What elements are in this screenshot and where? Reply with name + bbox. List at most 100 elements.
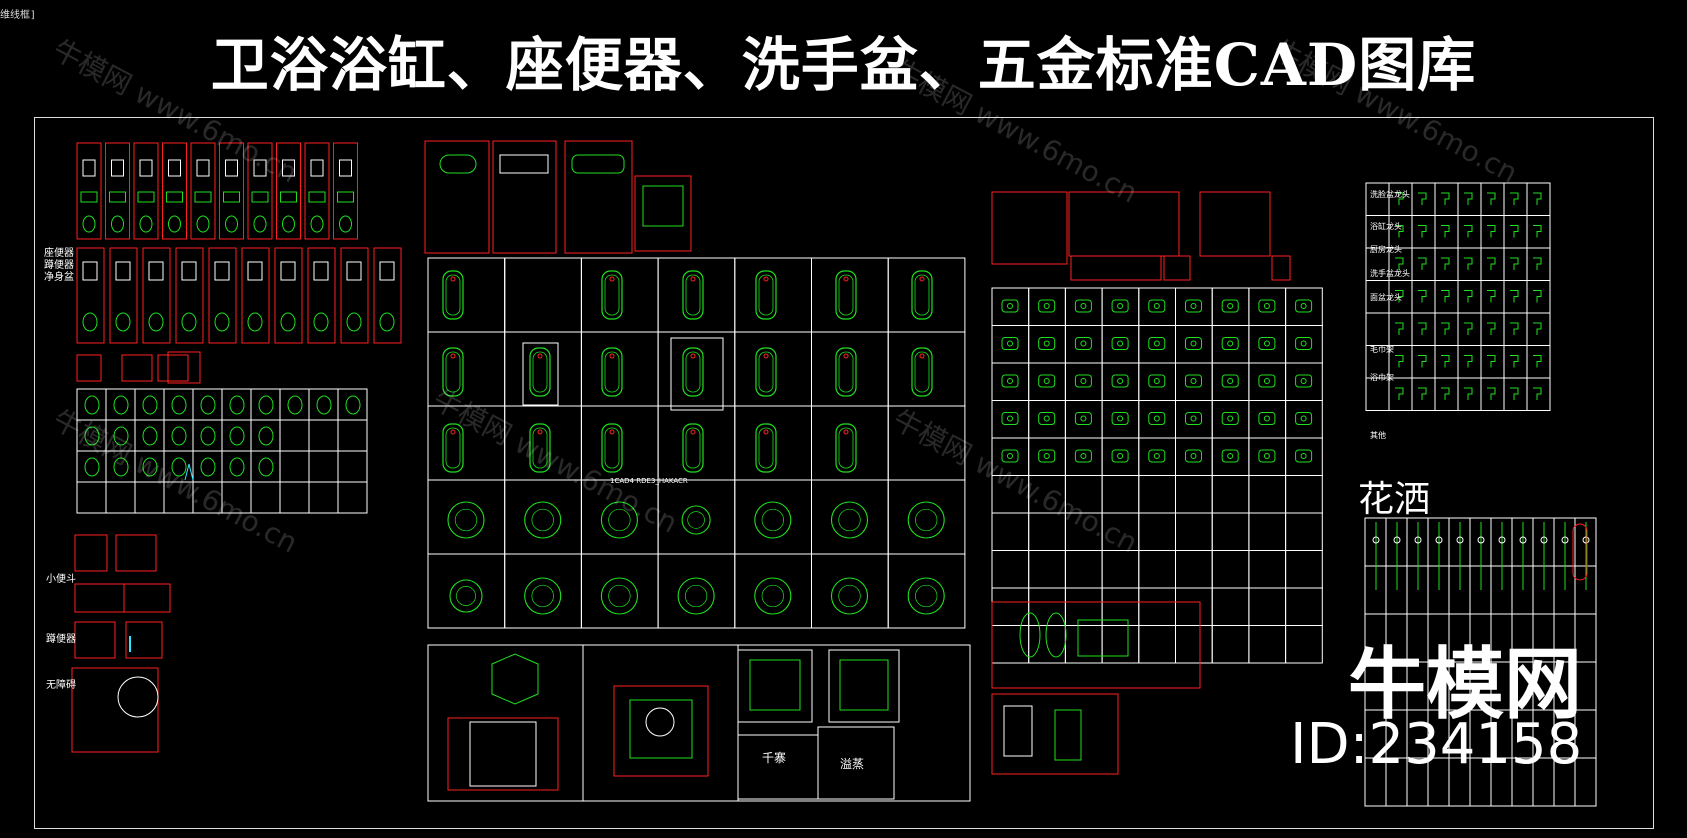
hardware-icon — [1395, 192, 1404, 205]
basin-grid — [1285, 625, 1323, 664]
hardware-icon — [1533, 355, 1542, 368]
bathtub-plan — [919, 353, 925, 359]
toilet-symbol — [200, 395, 216, 415]
shower-section-label: 花洒 — [1358, 479, 1431, 520]
toilet-plan — [253, 215, 267, 233]
basin-symbol — [1148, 337, 1166, 350]
basin-symbol — [1148, 412, 1166, 425]
hardware-icon — [1441, 257, 1450, 270]
basin-symbol — [1007, 340, 1013, 347]
shower-head — [1582, 536, 1590, 544]
corner-bathtub — [687, 511, 705, 529]
basin-symbol — [1074, 412, 1092, 425]
shower-grid — [1574, 757, 1597, 807]
toilet-symbol — [258, 426, 274, 446]
hardware-icon — [1487, 290, 1496, 303]
basin-symbol — [1080, 340, 1087, 347]
basin-symbol — [1117, 303, 1124, 309]
basin-symbol — [1148, 299, 1166, 313]
toilet-symbol — [229, 457, 245, 477]
toilet-symbol — [345, 395, 361, 415]
basin-symbol — [1227, 415, 1234, 422]
toilet-symbol — [84, 395, 100, 415]
corner-bathtub — [531, 508, 554, 532]
toilet-plan — [181, 312, 197, 332]
side-label-accessible: 无障碍 — [46, 680, 76, 691]
toilet-symbol — [142, 426, 158, 446]
basin-symbol — [1043, 378, 1050, 384]
basin-frame — [991, 191, 1068, 265]
toilet-frame — [307, 247, 336, 344]
corner-bathtub — [524, 501, 562, 539]
toilet-tank — [313, 261, 329, 281]
basin-symbol — [1221, 299, 1239, 313]
bathtub-plan — [914, 274, 930, 316]
side-label-toilets: 座便器 蹲便器 净身盆 — [44, 248, 74, 283]
corner-bathtub — [761, 508, 784, 532]
toilet-plan — [115, 312, 131, 332]
basin-symbol — [1300, 303, 1307, 309]
basin-symbol — [1221, 337, 1239, 350]
bathtub-plan — [682, 270, 704, 320]
basin-symbol — [1258, 299, 1276, 313]
grid-cell — [427, 257, 506, 333]
toilet-bowl — [166, 191, 183, 203]
round-bathtub — [600, 577, 638, 615]
toilet-frame — [340, 247, 369, 344]
toilet-tank — [214, 261, 230, 281]
hardware-icon — [1395, 355, 1404, 368]
spa-frame — [828, 649, 900, 723]
basin-symbol — [1295, 374, 1313, 388]
hw-label-7: 浴巾架 — [1370, 373, 1394, 382]
basin-symbol — [1043, 303, 1050, 309]
round-bathtub — [830, 577, 869, 615]
toilet-frame — [274, 247, 303, 344]
toilet-frame — [162, 142, 187, 240]
hardware-icon — [1418, 192, 1427, 205]
hw-label-2: 浴缸龙头 — [1370, 222, 1402, 231]
basin-symbol — [1263, 415, 1270, 422]
toilet-tank — [168, 159, 181, 177]
basin-symbol — [1258, 449, 1276, 463]
bathtub-plan — [838, 427, 854, 469]
viewport-label: 维线框] — [0, 10, 37, 21]
mirror — [1054, 709, 1082, 761]
toilet-plan — [196, 215, 210, 233]
toilet-tank — [310, 159, 324, 177]
basin-frame — [1271, 255, 1291, 281]
corner-bathtub — [447, 501, 485, 539]
basin-symbol — [1111, 374, 1129, 388]
basin-symbol — [1117, 453, 1124, 459]
hardware-icon — [1418, 290, 1427, 303]
basin-symbol — [1001, 299, 1019, 313]
bathtub — [439, 154, 477, 174]
bathtub-plan — [911, 347, 933, 397]
hardware-icon — [1464, 322, 1473, 335]
id-watermark: ID:234158 — [1290, 712, 1583, 777]
bathtub-plan — [685, 351, 701, 393]
bathtub-plan — [537, 353, 543, 359]
small-frame — [157, 354, 189, 382]
toilet-symbol — [258, 457, 274, 477]
toilet-bowl — [223, 191, 240, 203]
bathtub-plan — [758, 427, 774, 469]
basin-symbol — [1185, 412, 1202, 425]
hardware-icon — [1510, 355, 1519, 368]
side-label-squat: 蹲便器 — [46, 634, 76, 645]
shower-head — [1477, 536, 1485, 544]
hardware-icon — [1395, 290, 1404, 303]
basin-symbol — [1080, 415, 1087, 422]
toilet-frame — [247, 142, 273, 240]
bathtub-plan — [604, 274, 620, 316]
toilet-plan — [379, 312, 395, 332]
toilet-plan — [82, 312, 98, 332]
hardware-icon — [1464, 387, 1473, 400]
hardware-icon — [1464, 290, 1473, 303]
cad-symbol-library — [71, 140, 1597, 807]
hardware-icon — [1533, 257, 1542, 270]
tub-elevation — [447, 717, 559, 791]
basin-symbol — [1263, 340, 1270, 347]
corner-bathtub — [838, 508, 861, 532]
toilet-symbol — [200, 457, 216, 477]
